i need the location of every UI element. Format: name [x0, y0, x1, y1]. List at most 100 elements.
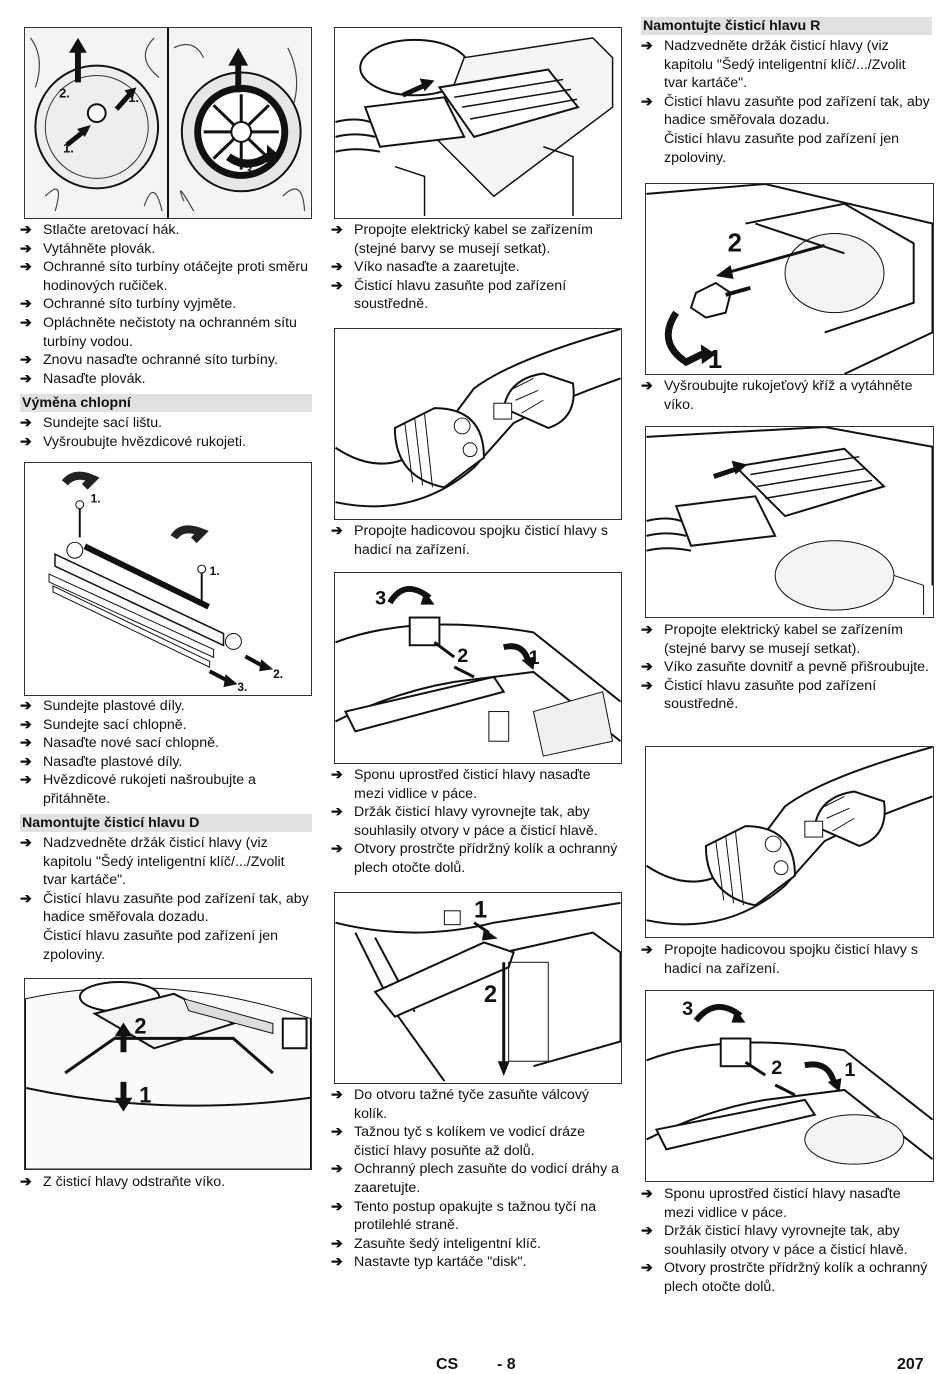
arrow-right-icon: ➔	[20, 259, 32, 276]
float-callout-1a: 1.	[128, 90, 139, 105]
arrow-right-icon: ➔	[331, 277, 343, 294]
lever-clip-figure-r: 3 2 1	[645, 990, 934, 1182]
arrow-right-icon: ➔	[641, 378, 653, 394]
list-item: ➔Víko nasaďte a zaaretujte.	[331, 259, 520, 276]
list-item: ➔Čisticí hlavu zasuňte pod zařízení tak,…	[641, 93, 932, 167]
list-item: ➔Hvězdicové rukojeti našroubujte a přitá…	[20, 772, 256, 807]
cover-d-callout-1: 1	[139, 1083, 151, 1108]
list-item: ➔Nadzvedněte držák čisticí hlavy (viz ka…	[20, 835, 285, 889]
arrow-right-icon: ➔	[641, 38, 653, 54]
flaps-callout-2: 2.	[273, 667, 283, 681]
flaps-callout-1b: 1.	[210, 564, 220, 578]
list-item: ➔Držák čisticí hlavy vyrovnejte tak, aby…	[331, 804, 598, 839]
list-item: ➔Sundejte plastové díly.	[20, 698, 185, 714]
footer-local-page: - 8	[497, 1356, 516, 1373]
footer-language: CS	[436, 1356, 459, 1373]
arrow-right-icon: ➔	[20, 772, 32, 789]
pin-insert-figure: 1 2	[334, 892, 622, 1084]
list-item: ➔Opláchněte nečistoty na ochranném sítu …	[20, 314, 297, 350]
knob-steps-list: ➔Vyšroubujte rukojeťový kříž a vytáhněte…	[641, 377, 932, 414]
lever-clip-figure: 3 2 1	[334, 572, 622, 764]
float-removal-figure: 2. 1. 1. 4. 3.	[24, 27, 312, 219]
step-note: Čisticí hlavu zasuňte pod zařízení jen z…	[664, 130, 900, 166]
lever2-callout-1: 1	[844, 1059, 855, 1081]
arrow-right-icon: ➔	[20, 222, 32, 238]
lever-r-steps-list: ➔Sponu uprostřed čisticí hlavy nasaďte m…	[641, 1185, 932, 1297]
list-item: ➔Znovu nasaďte ochranné síto turbíny.	[20, 352, 278, 369]
hose-steps-list: ➔Propojte hadicovou spojku čisticí hlavy…	[331, 522, 621, 559]
arrow-right-icon: ➔	[331, 1235, 343, 1252]
list-item: ➔Držák čisticí hlavy vyrovnejte tak, aby…	[641, 1223, 908, 1258]
arrow-right-icon: ➔	[641, 1186, 653, 1202]
float-callout-2: 2.	[59, 85, 70, 100]
list-item: ➔Nastavte typ kartáče "disk".	[331, 1254, 527, 1271]
arrow-right-icon: ➔	[20, 352, 32, 369]
section-heading-head-r: Namontujte čisticí hlavu R	[641, 17, 932, 35]
arrow-right-icon: ➔	[20, 314, 32, 331]
flaps-callout-3: 3.	[237, 680, 247, 694]
arrow-right-icon: ➔	[331, 1124, 343, 1141]
list-item: ➔Tento postup opakujte s tažnou tyčí na …	[331, 1198, 597, 1234]
remove-cover-steps-list: ➔Z čisticí hlavy odstraňte víko.	[20, 1173, 312, 1192]
section-heading-head-d: Namontujte čisticí hlavu D	[20, 814, 312, 832]
list-item: ➔Vyšroubujte rukojeťový kříž a vytáhněte…	[641, 378, 913, 413]
arrow-right-icon: ➔	[20, 415, 32, 431]
arrow-right-icon: ➔	[20, 890, 32, 907]
list-item: ➔Otvory prostrčte přídržný kolík a ochra…	[641, 1260, 928, 1295]
arrow-right-icon: ➔	[20, 296, 32, 313]
cable-r-steps-list: ➔Propojte elektrický kabel se zařízením …	[641, 621, 932, 714]
arrow-right-icon: ➔	[331, 1161, 343, 1178]
step-note: Čisticí hlavu zasuňte pod zařízení jen z…	[43, 927, 279, 963]
flaps-replace-steps-list: ➔Sundejte plastové díly. ➔Sundejte sací …	[20, 697, 312, 809]
list-item: ➔Ochranné síto turbíny otáčejte proti sm…	[20, 259, 308, 294]
hose-coupling-figure	[334, 328, 622, 520]
lever2-callout-2: 2	[771, 1057, 782, 1079]
flaps-callout-1a: 1.	[91, 492, 101, 506]
arrow-right-icon: ➔	[641, 1260, 653, 1277]
arrow-right-icon: ➔	[20, 716, 32, 733]
lever1-callout-3: 3	[375, 588, 386, 610]
list-item: ➔Ochranné síto turbíny vyjměte.	[20, 296, 237, 313]
arrow-right-icon: ➔	[20, 433, 32, 450]
arrow-right-icon: ➔	[331, 1198, 343, 1215]
lever2-callout-3: 3	[682, 998, 693, 1020]
list-item: ➔Z čisticí hlavy odstraňte víko.	[20, 1174, 226, 1190]
cover-removal-figure: 2 1	[24, 978, 312, 1170]
arrow-right-icon: ➔	[20, 753, 32, 770]
list-item: ➔Čisticí hlavu zasuňte pod zařízení tak,…	[20, 890, 312, 964]
arrow-right-icon: ➔	[20, 735, 32, 752]
arrow-right-icon: ➔	[331, 804, 343, 821]
knob-unscrew-figure: 2 1	[645, 183, 934, 375]
list-item: ➔Sponu uprostřed čisticí hlavy nasaďte m…	[641, 1186, 901, 1221]
list-item: ➔Stlačte aretovací hák.	[20, 222, 180, 238]
arrow-right-icon: ➔	[331, 1254, 343, 1271]
flaps-steps-list: ➔Sundejte sací lištu. ➔Vyšroubujte hvězd…	[20, 414, 312, 451]
arrow-right-icon: ➔	[641, 942, 653, 958]
list-item: ➔Nasaďte nové sací chlopně.	[20, 735, 219, 752]
arrow-right-icon: ➔	[20, 1174, 32, 1190]
arrow-right-icon: ➔	[331, 259, 343, 276]
float-callout-4: 4.	[233, 54, 244, 69]
list-item: ➔Sponu uprostřed čisticí hlavy nasaďte m…	[331, 767, 591, 802]
list-item: ➔Sundejte sací lištu.	[20, 415, 163, 431]
arrow-right-icon: ➔	[641, 677, 653, 694]
lever1-callout-1: 1	[528, 647, 539, 669]
list-item: ➔Zasuňte šedý inteligentní klíč.	[331, 1235, 541, 1252]
arrow-right-icon: ➔	[20, 835, 32, 851]
cable-connector-figure-r	[645, 426, 934, 618]
arrow-right-icon: ➔	[331, 1087, 343, 1103]
arrow-right-icon: ➔	[641, 1223, 653, 1240]
list-item: ➔Nasaďte plovák.	[20, 370, 146, 387]
pin-steps-list: ➔Do otvoru tažné tyče zasuňte válcový ko…	[331, 1086, 621, 1272]
cover-d-callout-2: 2	[134, 1013, 146, 1038]
list-item: ➔Do otvoru tažné tyče zasuňte válcový ko…	[331, 1087, 590, 1122]
head-r-steps-list: ➔Nadzvedněte držák čisticí hlavy (viz ka…	[641, 37, 932, 167]
knob-callout-2: 2	[728, 229, 742, 257]
list-item: ➔Vytáhněte plovák.	[20, 240, 156, 257]
arrow-right-icon: ➔	[641, 622, 653, 638]
list-item: ➔Ochranný plech zasuňte do vodicí dráhy …	[331, 1161, 619, 1196]
float-callout-1b: 1.	[63, 141, 74, 156]
lever1-callout-2: 2	[457, 645, 468, 667]
suction-bar-figure: 1. 1. 2. 3.	[24, 462, 312, 696]
pin-callout-1: 1	[474, 897, 487, 924]
